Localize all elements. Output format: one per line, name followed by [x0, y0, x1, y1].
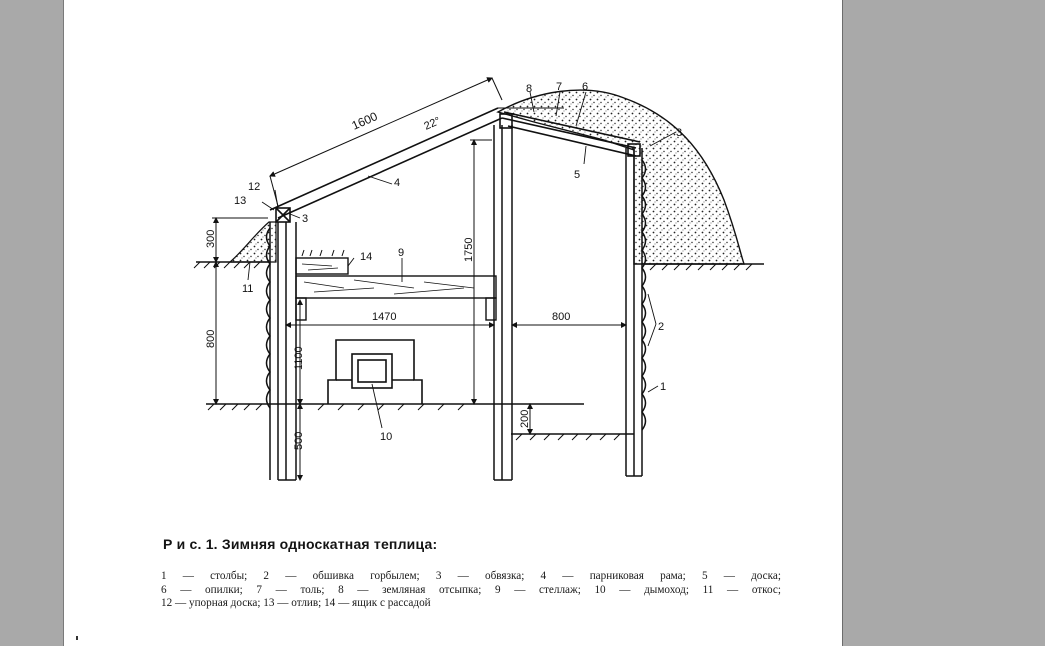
callout-6: 6 — [582, 81, 588, 93]
callout-12: 12 — [248, 181, 260, 193]
dim-front-height: 300 — [205, 230, 217, 248]
greenhouse-drawing: 1600 22° 300 800 1750 1470 800 1100 500 … — [193, 77, 764, 481]
dim-floor-drop: 200 — [519, 410, 531, 428]
dimension-lines — [212, 77, 627, 481]
page-mark — [76, 636, 78, 640]
callout-7: 7 — [556, 81, 562, 93]
callout-2: 2 — [658, 321, 664, 333]
earth-slope-left — [228, 221, 277, 263]
callout-9: 9 — [398, 247, 404, 259]
callout-14: 14 — [360, 251, 372, 263]
dim-interior-width: 1470 — [372, 311, 396, 323]
callout-10: 10 — [380, 431, 392, 443]
viewer-background-right — [842, 0, 1045, 646]
callout-5: 5 — [574, 169, 580, 181]
viewer-background-left — [0, 0, 64, 646]
callout-8: 8 — [526, 83, 532, 95]
ground-lines — [193, 261, 764, 441]
callout-1: 1 — [660, 381, 666, 393]
legend-line: 1 — столбы; 2 — обшивка горбылем; 3 — об… — [161, 570, 781, 582]
chimney-flue — [327, 339, 423, 404]
dim-shelf-height: 1100 — [293, 346, 305, 370]
dim-rear-height: 1750 — [463, 238, 475, 262]
figure-caption: Р и с. 1. Зимняя односкатная теплица: — [163, 536, 438, 552]
legend-line: 12 — упорная доска; 13 — отлив; 14 — ящи… — [161, 597, 431, 609]
callout-13: 13 — [234, 195, 246, 207]
callout-11: 11 — [242, 283, 253, 295]
callout-3-left: 3 — [302, 213, 308, 225]
rear-posts — [493, 125, 513, 481]
callout-3-right: 3 — [676, 127, 682, 139]
dim-wall-height: 800 — [205, 330, 217, 348]
dim-post-depth: 500 — [293, 432, 305, 450]
callout-leaders — [247, 91, 677, 429]
callout-4: 4 — [394, 177, 400, 189]
legend-line: 6 — опилки; 7 — толь; 8 — земляная отсып… — [161, 583, 781, 596]
figure-legend: 1 — столбы; 2 — обшивка горбылем; 3 — об… — [161, 570, 781, 611]
right-wall — [625, 148, 647, 477]
document-page: 1600 22° 300 800 1750 1470 800 1100 500 … — [64, 0, 842, 646]
front-posts — [265, 222, 297, 481]
earth-embankment — [496, 89, 745, 265]
dim-side-width: 800 — [552, 311, 570, 323]
dim-roof-angle: 22° — [422, 115, 442, 133]
shelf — [295, 249, 497, 321]
